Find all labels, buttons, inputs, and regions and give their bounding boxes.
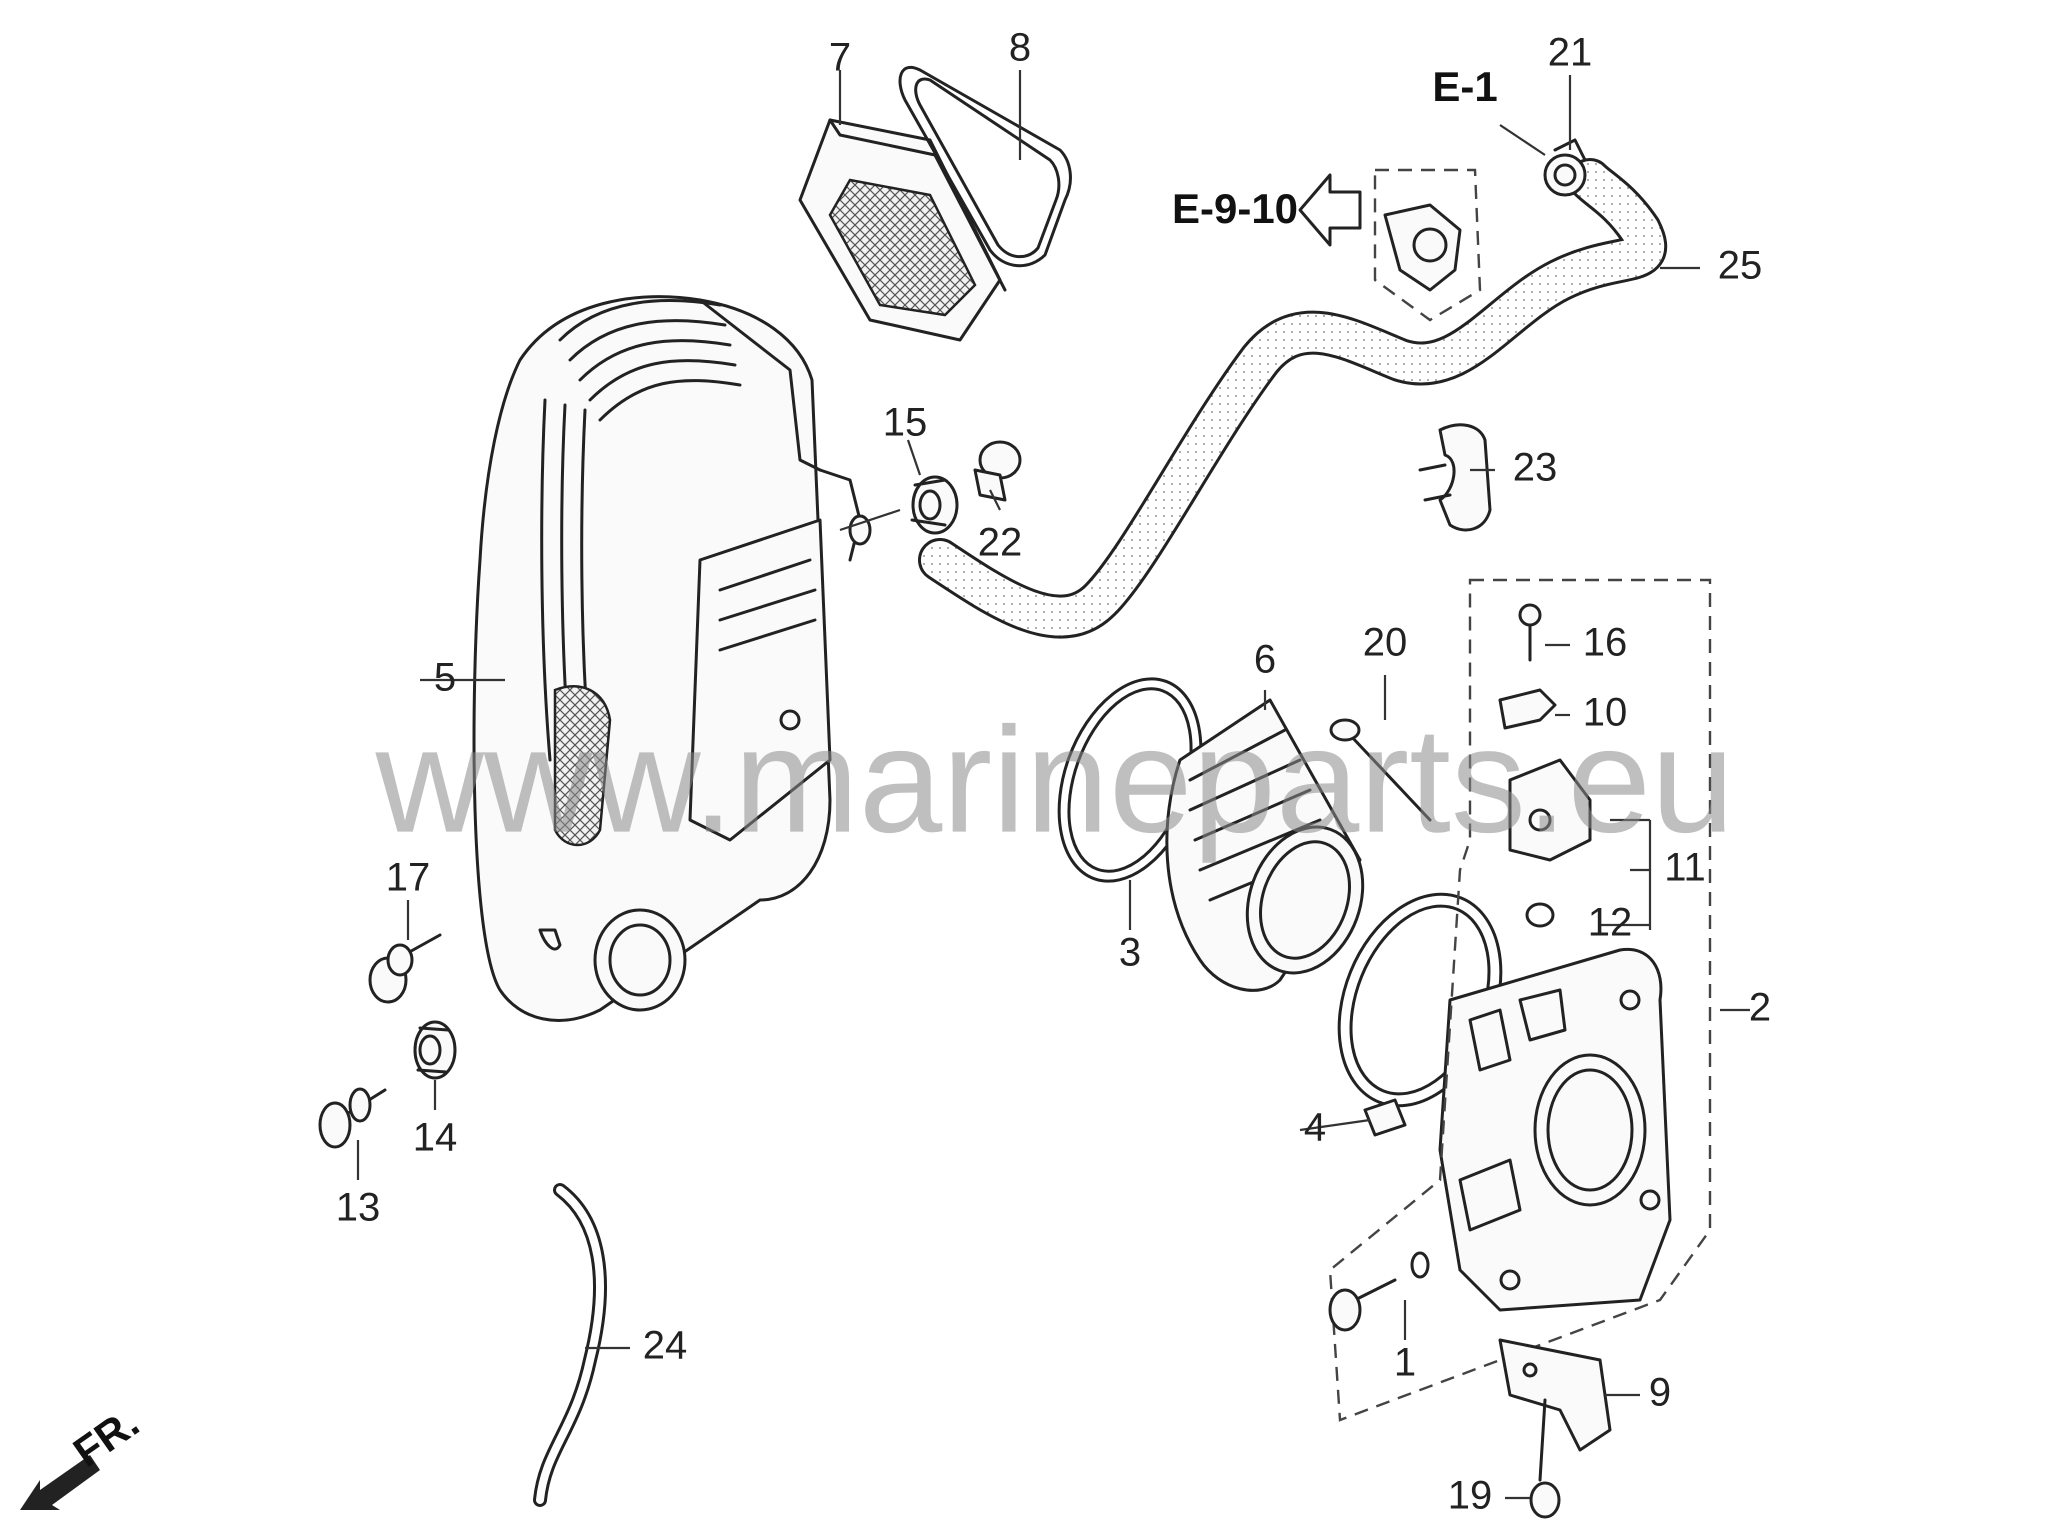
reference-arrow-icon	[1298, 173, 1362, 247]
callout-12: 12	[1588, 901, 1633, 945]
watermark: www.marineparts.eu	[375, 696, 1735, 864]
bolt-20	[1329, 718, 1432, 822]
grommet-14	[413, 1020, 457, 1080]
callout-3: 3	[1119, 931, 1141, 975]
reference-e1: E-1	[1432, 63, 1497, 110]
leader-lines	[356, 70, 1750, 1500]
front-direction-arrow-icon	[20, 1455, 100, 1510]
air-filter-element	[798, 118, 1007, 342]
grommet-15	[910, 475, 959, 535]
hose-clip	[1543, 138, 1587, 197]
callout-16: 16	[1583, 621, 1628, 665]
collar-22	[973, 440, 1022, 502]
screw-17	[368, 933, 442, 1004]
callout-15: 15	[883, 401, 928, 445]
callout-11: 11	[1664, 846, 1706, 890]
callout-7: 7	[829, 36, 851, 80]
callout-23: 23	[1513, 446, 1558, 490]
callout-14: 14	[413, 1116, 458, 1160]
callout-13: 13	[336, 1186, 381, 1230]
gasket	[898, 65, 1072, 268]
screw-16	[1518, 603, 1542, 662]
callout-labels: 1 2 3 4 5 6 7 8 9 10 11 12 13 14 15 16 1…	[65, 26, 1771, 1518]
callout-8: 8	[1009, 26, 1031, 70]
callout-5: 5	[434, 656, 456, 700]
callout-21: 21	[1548, 31, 1593, 75]
callout-22: 22	[978, 521, 1023, 565]
air-cleaner-case	[472, 295, 872, 1022]
callout-19: 19	[1448, 1474, 1493, 1518]
callout-4: 4	[1304, 1106, 1326, 1150]
bolt-19	[1529, 1398, 1561, 1519]
reference-e9-10: E-9-10	[1172, 185, 1298, 232]
hose-holder	[1418, 423, 1492, 532]
callout-10: 10	[1583, 691, 1628, 735]
bolt-1	[1328, 1251, 1430, 1332]
callout-1: 1	[1394, 1341, 1416, 1385]
callout-2: 2	[1749, 986, 1771, 1030]
bracket-9	[1498, 1338, 1612, 1452]
connecting-tube-6	[1165, 698, 1365, 992]
hose-clamp-ref	[1383, 203, 1462, 292]
o-ring-12	[1525, 902, 1555, 928]
sensor-11	[1508, 758, 1592, 862]
throttle-body	[1438, 947, 1672, 1312]
bolt-13	[318, 1087, 387, 1149]
callout-6: 6	[1254, 638, 1276, 682]
callout-25: 25	[1718, 244, 1763, 288]
callout-20: 20	[1363, 621, 1408, 665]
callout-9: 9	[1649, 1371, 1671, 1415]
breather-hose	[918, 158, 1668, 639]
callout-24: 24	[643, 1324, 688, 1368]
callout-17: 17	[386, 856, 431, 900]
plate-10	[1498, 688, 1557, 730]
